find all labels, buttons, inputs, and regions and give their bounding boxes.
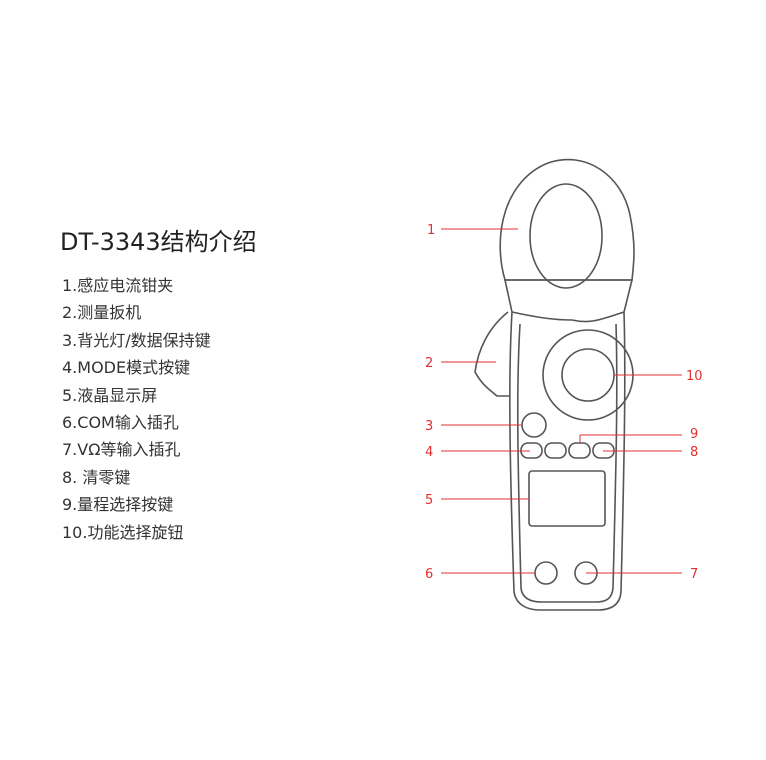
- com-jack: [534, 561, 558, 585]
- clamp-jaw-opening: [529, 183, 603, 289]
- callout-number-3: 3: [425, 419, 433, 434]
- callout-number-6: 6: [425, 567, 433, 582]
- part-item-v-ohm-jack: 7.VΩ等输入插孔: [62, 440, 181, 460]
- callout-number-2: 2: [425, 356, 433, 371]
- callout-number-4: 4: [425, 445, 433, 460]
- range-key: [568, 442, 591, 459]
- callout-number-8: 8: [690, 445, 698, 460]
- part-item-backlight-hold-key: 3.背光灯/数据保持键: [62, 330, 211, 350]
- callout-number-5: 5: [425, 493, 433, 508]
- part-item-range-key: 9.量程选择按键: [62, 495, 174, 515]
- callout-number-10: 10: [686, 369, 703, 384]
- part-item-com-jack: 6.COM输入插孔: [62, 413, 179, 433]
- callout-number-7: 7: [690, 567, 698, 582]
- part-item-lcd-screen: 5.液晶显示屏: [62, 385, 158, 405]
- part-item-function-dial: 10.功能选择旋钮: [62, 522, 184, 542]
- meter-body-outline: [509, 311, 626, 611]
- callout-number-9: 9: [690, 427, 698, 442]
- lcd-screen: [528, 470, 606, 527]
- function-dial-inner: [561, 348, 615, 402]
- parts-list: 1.感应电流钳夹 2.测量扳机 3.背光灯/数据保持键 4.MODE模式按键 5…: [62, 272, 211, 546]
- diagram-title: DT-3343结构介绍: [60, 228, 257, 256]
- backlight-hold-key: [521, 412, 547, 438]
- jaw-collar: [504, 279, 633, 323]
- key-2: [544, 442, 567, 459]
- clamp-jaw-outline: [499, 158, 635, 281]
- part-item-mode-key: 4.MODE模式按键: [62, 358, 191, 378]
- part-item-clamp-jaw: 1.感应电流钳夹: [62, 276, 174, 295]
- part-item-trigger: 2.测量扳机: [62, 303, 142, 323]
- part-item-zero-key: 8. 清零键: [62, 467, 131, 487]
- meter-body-inner-outline: [516, 323, 618, 603]
- callout-number-1: 1: [427, 223, 435, 238]
- trigger-outline: [474, 311, 510, 397]
